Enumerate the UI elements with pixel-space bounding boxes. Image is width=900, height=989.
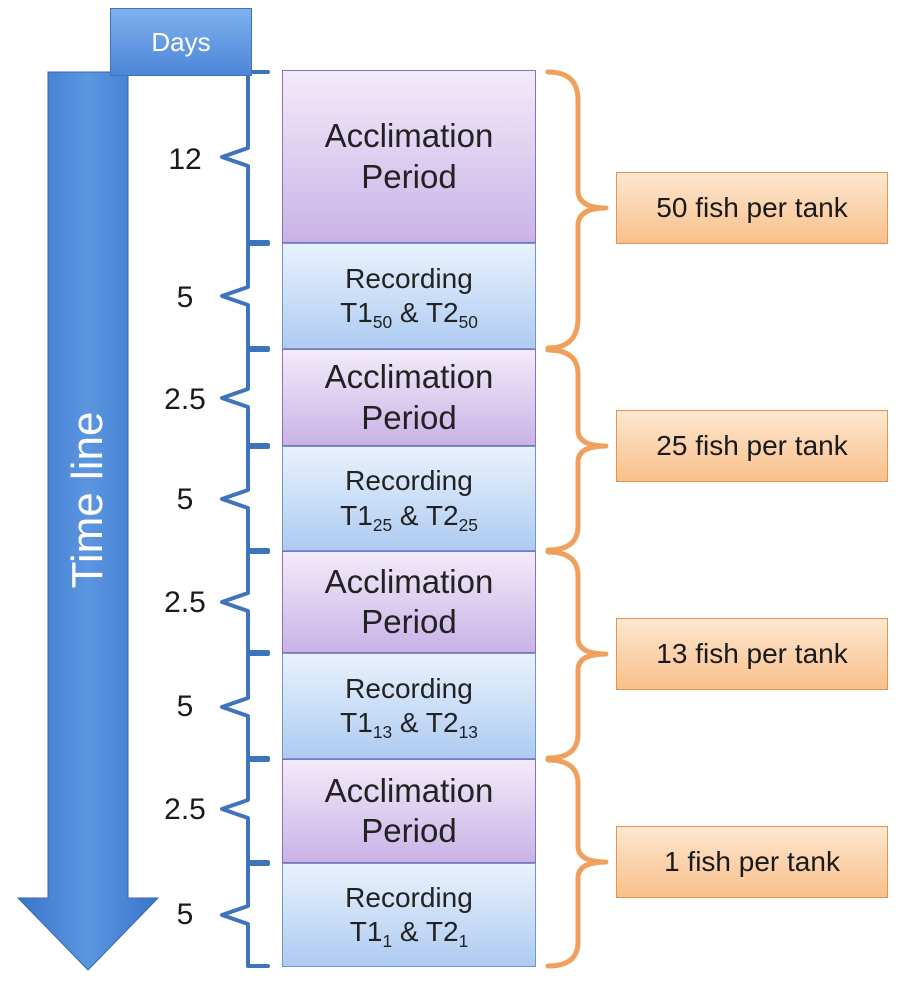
day-count: 5 bbox=[176, 281, 194, 314]
timeline-label: Time line bbox=[63, 411, 112, 589]
timeline-arrow bbox=[16, 71, 160, 971]
stage-title: Recording bbox=[345, 672, 473, 704]
stage-subtitle: Period bbox=[361, 157, 457, 195]
stage-subtitle: Period bbox=[361, 603, 457, 640]
day-count: 2.5 bbox=[164, 383, 206, 416]
stage-title: Recording bbox=[345, 881, 473, 913]
day-count: 2.5 bbox=[164, 793, 206, 826]
recording-trials: T113 & T213 bbox=[340, 707, 478, 743]
group-label-50-fish: 50 fish per tank bbox=[616, 172, 888, 244]
day-count: 2.5 bbox=[164, 586, 206, 619]
group-brace-2 bbox=[545, 347, 609, 553]
recording-box: Recording T113 & T213 bbox=[282, 653, 536, 759]
stage-subtitle: Period bbox=[361, 812, 457, 849]
stage-subtitle: Period bbox=[361, 398, 457, 436]
recording-trials: T150 & T250 bbox=[340, 297, 478, 333]
acclimation-period-box: Acclimation Period bbox=[282, 70, 536, 243]
stage-title: Acclimation bbox=[324, 771, 494, 809]
acclimation-period-box: Acclimation Period bbox=[282, 551, 536, 653]
group-brace-4 bbox=[545, 757, 609, 969]
stage-title: Acclimation bbox=[324, 358, 494, 396]
recording-trials: T11 & T21 bbox=[349, 916, 469, 952]
day-count: 5 bbox=[176, 898, 194, 931]
recording-box: Recording T11 & T21 bbox=[282, 863, 536, 967]
group-label-13-fish: 13 fish per tank bbox=[616, 618, 888, 690]
stage-title: Recording bbox=[345, 465, 473, 497]
group-label-1-fish: 1 fish per tank bbox=[616, 826, 888, 898]
group-brace-1 bbox=[545, 69, 609, 351]
recording-box: Recording T125 & T225 bbox=[282, 446, 536, 551]
day-count: 5 bbox=[176, 690, 194, 723]
group-brace-3 bbox=[545, 549, 609, 761]
days-header: Days bbox=[110, 8, 252, 76]
stage-title: Acclimation bbox=[324, 117, 494, 155]
stage-title: Acclimation bbox=[324, 562, 494, 600]
day-count: 5 bbox=[176, 483, 194, 516]
recording-trials: T125 & T225 bbox=[340, 499, 478, 535]
day-count: 12 bbox=[168, 143, 202, 176]
recording-box: Recording T150 & T250 bbox=[282, 243, 536, 349]
acclimation-period-box: Acclimation Period bbox=[282, 759, 536, 863]
acclimation-period-box: Acclimation Period bbox=[282, 349, 536, 446]
stage-title: Recording bbox=[345, 262, 473, 294]
day-brace-8 bbox=[220, 862, 270, 968]
group-label-25-fish: 25 fish per tank bbox=[616, 410, 888, 482]
